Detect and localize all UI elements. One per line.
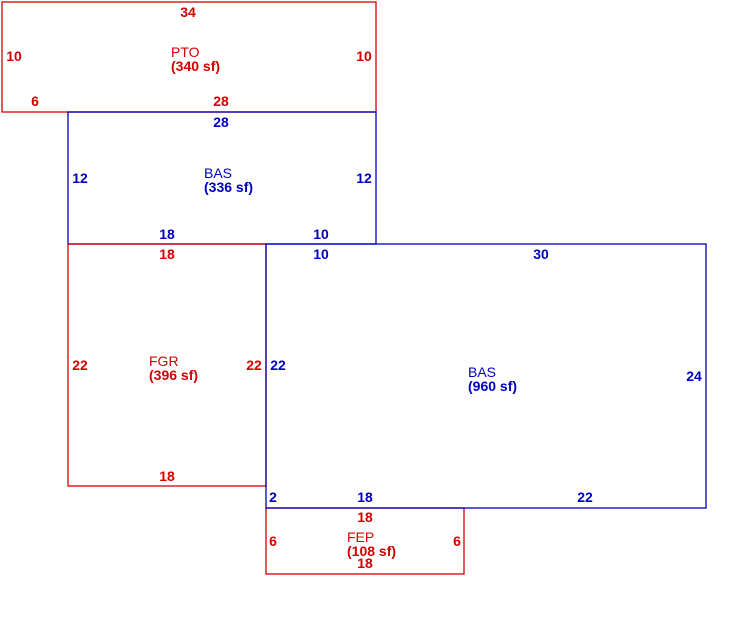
fep-dim-bottom: 18: [357, 555, 373, 571]
area-bas-main-outline: [265, 243, 707, 509]
area-bas-upper: 28 12 12 18 10 BAS (336 sf): [67, 111, 377, 245]
bas-main-dim-bottom-step: 2: [269, 489, 277, 505]
bas-upper-dim-bottom-right: 10: [313, 226, 329, 242]
fgr-dim-right: 22: [246, 357, 262, 373]
fgr-area: (396 sf): [149, 367, 198, 383]
area-bas-main: 10 30 22 24 2 18 22 BAS (960 sf): [265, 243, 707, 509]
pto-dim-bottom-left: 6: [31, 93, 39, 109]
fep-dim-left: 6: [269, 533, 277, 549]
bas-main-area: (960 sf): [468, 378, 517, 394]
pto-dim-right: 10: [356, 48, 372, 64]
pto-area: (340 sf): [171, 58, 220, 74]
pto-label: PTO: [171, 44, 200, 60]
pto-dim-top: 34: [180, 4, 196, 20]
bas-upper-dim-left: 12: [72, 170, 88, 186]
area-fep: 18 6 6 18 FEP (108 sf): [265, 507, 465, 575]
pto-dim-left: 10: [6, 48, 22, 64]
fep-dim-right: 6: [453, 533, 461, 549]
bas-upper-dim-bottom-left: 18: [159, 226, 175, 242]
area-pto: 34 10 10 6 28 PTO (340 sf): [1, 1, 377, 113]
bas-main-dim-top: 30: [533, 246, 549, 262]
bas-upper-dim-right: 12: [356, 170, 372, 186]
bas-main-dim-top-left: 10: [313, 246, 329, 262]
bas-main-dim-left: 22: [270, 357, 286, 373]
fep-area: (108 sf): [347, 543, 396, 559]
fep-dim-top: 18: [357, 509, 373, 525]
fgr-dim-top: 18: [159, 246, 175, 262]
fgr-dim-left: 22: [72, 357, 88, 373]
area-fgr: 18 22 22 18 FGR (396 sf): [67, 243, 267, 487]
fep-label: FEP: [347, 529, 374, 545]
bas-upper-label: BAS: [204, 165, 232, 181]
bas-main-dim-bottom-left: 18: [357, 489, 373, 505]
bas-upper-dim-top: 28: [213, 114, 229, 130]
bas-main-dim-right: 24: [686, 368, 702, 384]
fgr-label: FGR: [149, 353, 179, 369]
fgr-dim-bottom: 18: [159, 468, 175, 484]
pto-dim-bottom: 28: [213, 93, 229, 109]
bas-upper-area: (336 sf): [204, 179, 253, 195]
bas-main-label: BAS: [468, 364, 496, 380]
bas-main-dim-bottom-right: 22: [577, 489, 593, 505]
